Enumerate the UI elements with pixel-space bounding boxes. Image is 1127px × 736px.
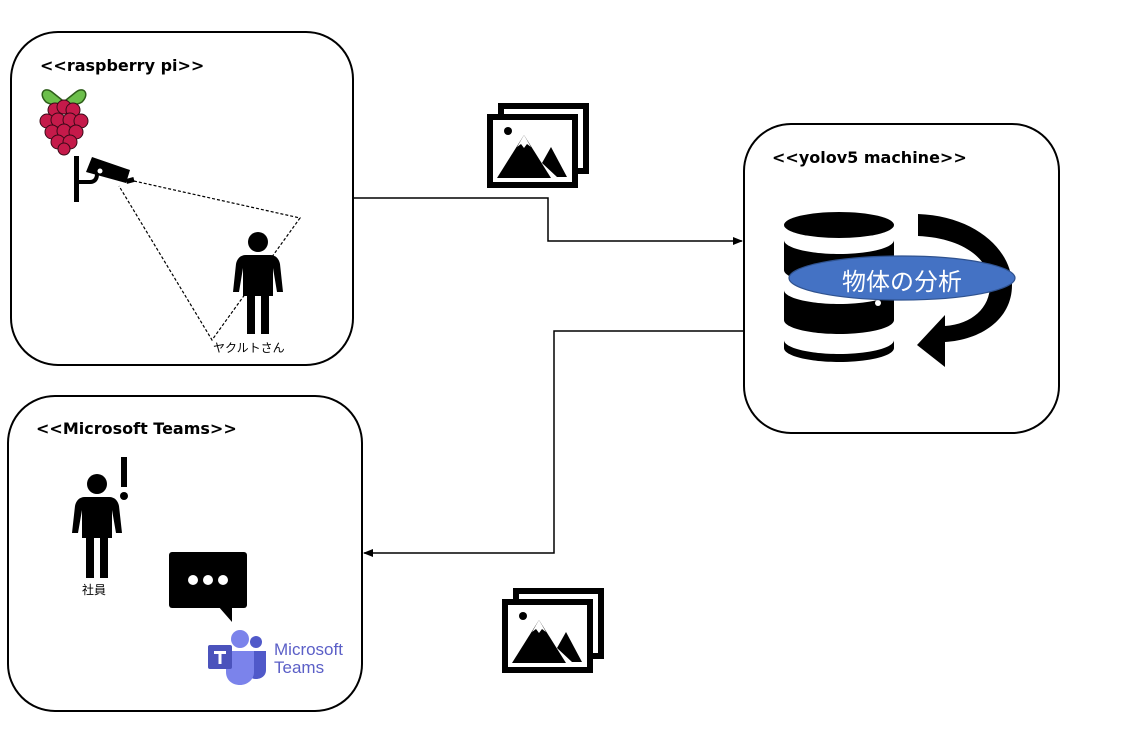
images-icon [487,103,589,188]
circular-arrow-icon [917,214,1012,367]
teams-logo-text-line2: Teams [274,658,325,677]
chat-bubble-icon [169,552,247,622]
process-label: 物体の分析 [842,268,962,296]
person-icon [233,232,283,334]
microsoft-teams-title: <<Microsoft Teams>> [36,419,237,438]
process-ellipse [788,255,1016,301]
teams-logo-text: Microsoft Teams [274,641,343,677]
teams-logo-icon [208,630,266,685]
security-camera-icon [74,156,135,202]
edge-pi-to-yolo [353,197,743,245]
yolov5-machine-title: <<yolov5 machine>> [772,148,967,167]
person-label-employee: 社員 [82,583,107,597]
raspberry-pi-logo-icon [39,89,89,156]
teams-logo-text-line1: Microsoft [274,640,343,659]
raspberry-pi-title: <<raspberry pi>> [40,56,205,75]
raspberry-pi-node [10,31,354,366]
edge-yolo-to-teams [363,330,744,557]
person-alert-icon [72,457,128,578]
images-icon [502,588,604,673]
person-label-yakult: ヤクルトさん [213,341,285,355]
